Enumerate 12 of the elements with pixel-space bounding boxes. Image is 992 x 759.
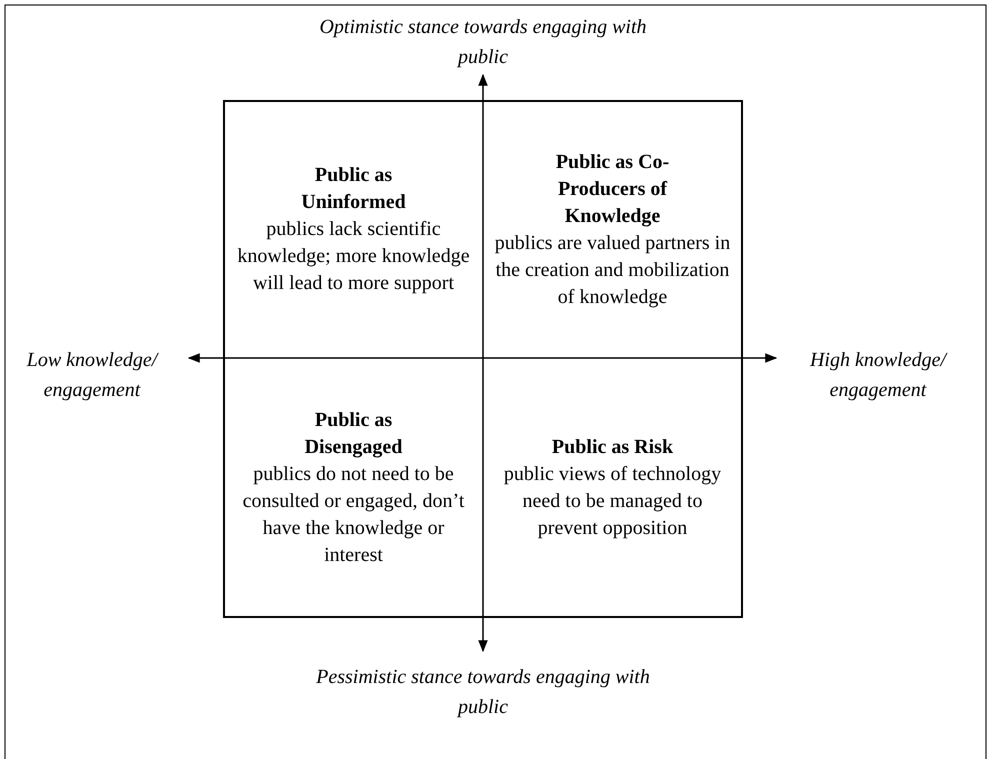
quadrant-heading: Public as Disengaged bbox=[304, 408, 404, 460]
quadrant-description: publics are valued partners in the creation and mobilization of knowledge bbox=[494, 230, 732, 310]
axis-label: Pessimistic stance towards engaging with public bbox=[315, 665, 651, 720]
axis-label: Low knowledge/ engagement bbox=[26, 348, 160, 403]
quadrant-description: publics lack scientific knowledge; more knowledge will lead to more support bbox=[236, 217, 471, 296]
quadrant-heading: Public as Risk bbox=[552, 435, 674, 460]
quadrant-heading: Public as Uninformed bbox=[300, 163, 407, 215]
axis-label: Optimistic stance towards engaging with public bbox=[318, 15, 648, 70]
quadrant-heading: Public as Co-Producers of Knowledge bbox=[554, 150, 670, 228]
quadrant-description: public views of technology need to be managed to prevent opposition bbox=[502, 462, 722, 541]
axis-label: High knowledge/ engagement bbox=[808, 348, 948, 403]
quadrant-description: publics do not need to be consulted or engaged, don’t have the knowledge or interest bbox=[242, 462, 466, 568]
